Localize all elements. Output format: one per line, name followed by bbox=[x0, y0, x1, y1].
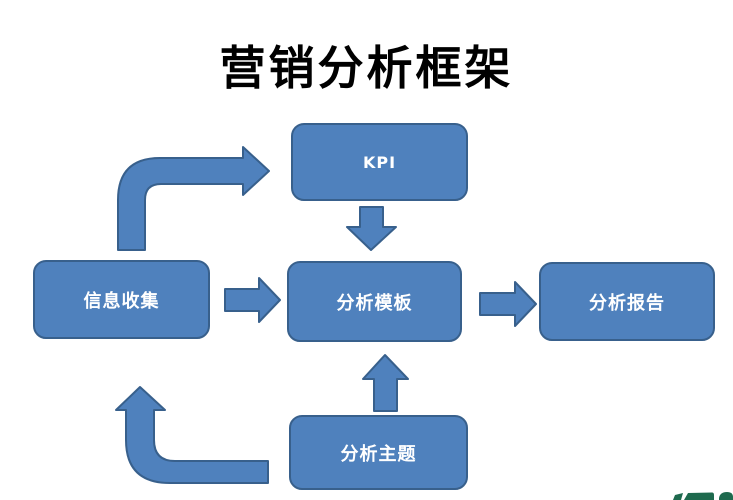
node-analysis-template: 分析模板 bbox=[287, 261, 462, 342]
arrow-analysis-template-to-analysis-report bbox=[479, 281, 537, 327]
node-analysis-report: 分析报告 bbox=[539, 262, 715, 341]
arrow-kpi-to-analysis-template bbox=[346, 206, 397, 251]
node-kpi: KPI bbox=[291, 123, 468, 201]
node-analysis-report-label: 分析报告 bbox=[589, 292, 665, 314]
node-analysis-template-label: 分析模板 bbox=[336, 292, 413, 314]
node-info-collection-label: 信息收集 bbox=[83, 290, 160, 312]
node-analysis-topic-label: 分析主题 bbox=[340, 443, 417, 465]
node-kpi-label: KPI bbox=[362, 152, 397, 172]
arrow-analysis-topic-to-analysis-template bbox=[362, 354, 409, 412]
node-analysis-topic: 分析主题 bbox=[289, 415, 468, 490]
arrow-info-collection-to-kpi bbox=[117, 146, 270, 251]
node-info-collection: 信息收集 bbox=[33, 260, 210, 339]
arrow-info-collection-to-analysis-template bbox=[224, 277, 281, 323]
partial-logo-icon bbox=[673, 492, 733, 500]
arrow-analysis-topic-to-info-collection bbox=[115, 386, 269, 484]
page-title: 营销分析框架 bbox=[219, 41, 514, 95]
